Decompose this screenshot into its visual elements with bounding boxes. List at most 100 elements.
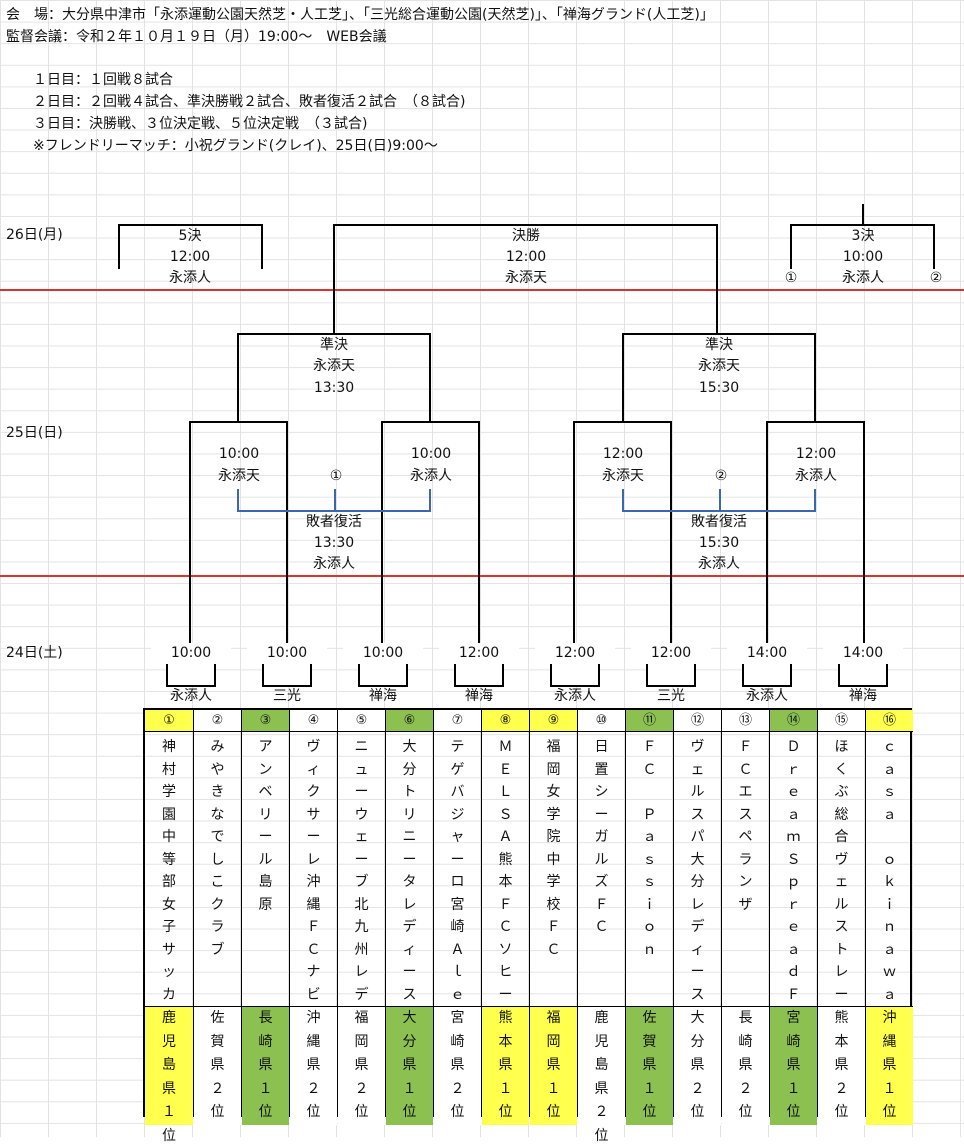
r1-match-5-time: 12:00 — [535, 643, 615, 664]
team-name: ニューウェーブ北九州レデ — [354, 739, 369, 1003]
meeting-line: 監督会議：令和２年１０月１９日（月）19:00～ WEB会議 — [6, 29, 387, 45]
team-number: ② — [194, 710, 241, 732]
semi-2-bar — [622, 333, 816, 335]
repechage-2-line — [622, 510, 816, 512]
r1-match-5-venue: 永添人 — [554, 688, 596, 704]
team-number: ⑥ — [386, 710, 433, 732]
repechage-1-mark: ① — [329, 468, 343, 484]
day1-line: １日目：１回戦８試合 — [33, 72, 173, 88]
r1-match-8-time: 14:00 — [823, 643, 903, 664]
r2-match-1-venue: 永添天 — [218, 468, 260, 484]
day-label-26: 26日(月) — [6, 227, 63, 243]
team-name: みやきなでしこクラブ — [210, 739, 225, 958]
r1-match-4-time: 12:00 — [439, 643, 519, 664]
final-time: 12:00 — [505, 249, 547, 265]
semi-2-time: 15:30 — [698, 380, 740, 396]
day3-line: ３日目：決勝戦、３位決定戦、５位決定戦 （３試合) — [33, 116, 368, 132]
fifth-place-bar — [118, 224, 263, 226]
r1-match-6-venue: 三光 — [657, 688, 685, 704]
final-title: 決勝 — [512, 228, 540, 244]
third-place-title: 3決 — [851, 228, 875, 244]
repechage-2-time: 15:30 — [698, 535, 740, 551]
team-number: ⑨ — [530, 710, 577, 732]
semi-1-title: 準決 — [320, 337, 348, 353]
r1-match-7-venue: 永添人 — [746, 688, 788, 704]
team-number: ④ — [290, 710, 337, 732]
repechage-2-mark: ② — [714, 468, 728, 484]
r1-match-4-venue: 禅海 — [465, 688, 493, 704]
day-label-25: 25日(日) — [6, 425, 63, 441]
semi-1-time: 13:30 — [313, 380, 355, 396]
fifth-place-venue: 永添人 — [169, 270, 211, 286]
team-name: ほくぶ総合ヴェルストレー — [834, 739, 849, 1003]
third-place-venue: 永添人 — [842, 270, 884, 286]
team-number: ⑧ — [482, 710, 529, 732]
r1-match-1-venue: 永添人 — [170, 688, 212, 704]
day-separator-25 — [0, 575, 964, 577]
team-number: ⑭ — [770, 710, 817, 732]
team-number: ⑯ — [866, 710, 913, 732]
semi-2-venue: 永添天 — [698, 358, 740, 374]
r1-match-2-venue: 三光 — [273, 688, 301, 704]
third-place-right-mark: ② — [929, 270, 943, 286]
team-number: ① — [145, 710, 193, 732]
r2-match-1-time: 10:00 — [218, 446, 260, 462]
final-bar — [333, 224, 718, 226]
fifth-place-time: 12:00 — [169, 249, 211, 265]
r2-match-3-bar — [573, 421, 672, 423]
third-place-left-mark: ① — [784, 270, 798, 286]
r1-match-1-time: 10:00 — [151, 643, 231, 664]
team-number: ③ — [242, 710, 289, 732]
team-name: 大分トリニータレディース — [402, 739, 417, 1003]
venue-line: 会 場：大分県中津市「永添運動公園天然芝・人工芝」、「三光総合運動公園(天然芝)… — [6, 7, 714, 23]
team-name: 神村学園中等部女子サッカ — [162, 739, 176, 1003]
semi-1-bar — [237, 333, 431, 335]
team-number: ⑫ — [674, 710, 721, 732]
repechage-2-venue: 永添人 — [698, 556, 740, 572]
r2-match-3-time: 12:00 — [602, 446, 644, 462]
day-separator-26 — [0, 289, 964, 291]
r1-match-7-time: 14:00 — [727, 643, 807, 664]
team-number: ⑦ — [434, 710, 481, 732]
day-label-24: 24日(土) — [6, 645, 63, 661]
r2-match-4-venue: 永添人 — [795, 468, 837, 484]
r2-match-2-venue: 永添人 — [410, 468, 452, 484]
repechage-2-title: 敗者復活 — [691, 514, 747, 530]
team-name: アンベリール島原 — [258, 739, 273, 913]
team-number: ⑪ — [626, 710, 673, 732]
semi-1-venue: 永添天 — [313, 358, 355, 374]
fifth-place-title: 5決 — [178, 228, 202, 244]
r1-match-6-time: 12:00 — [631, 643, 711, 664]
